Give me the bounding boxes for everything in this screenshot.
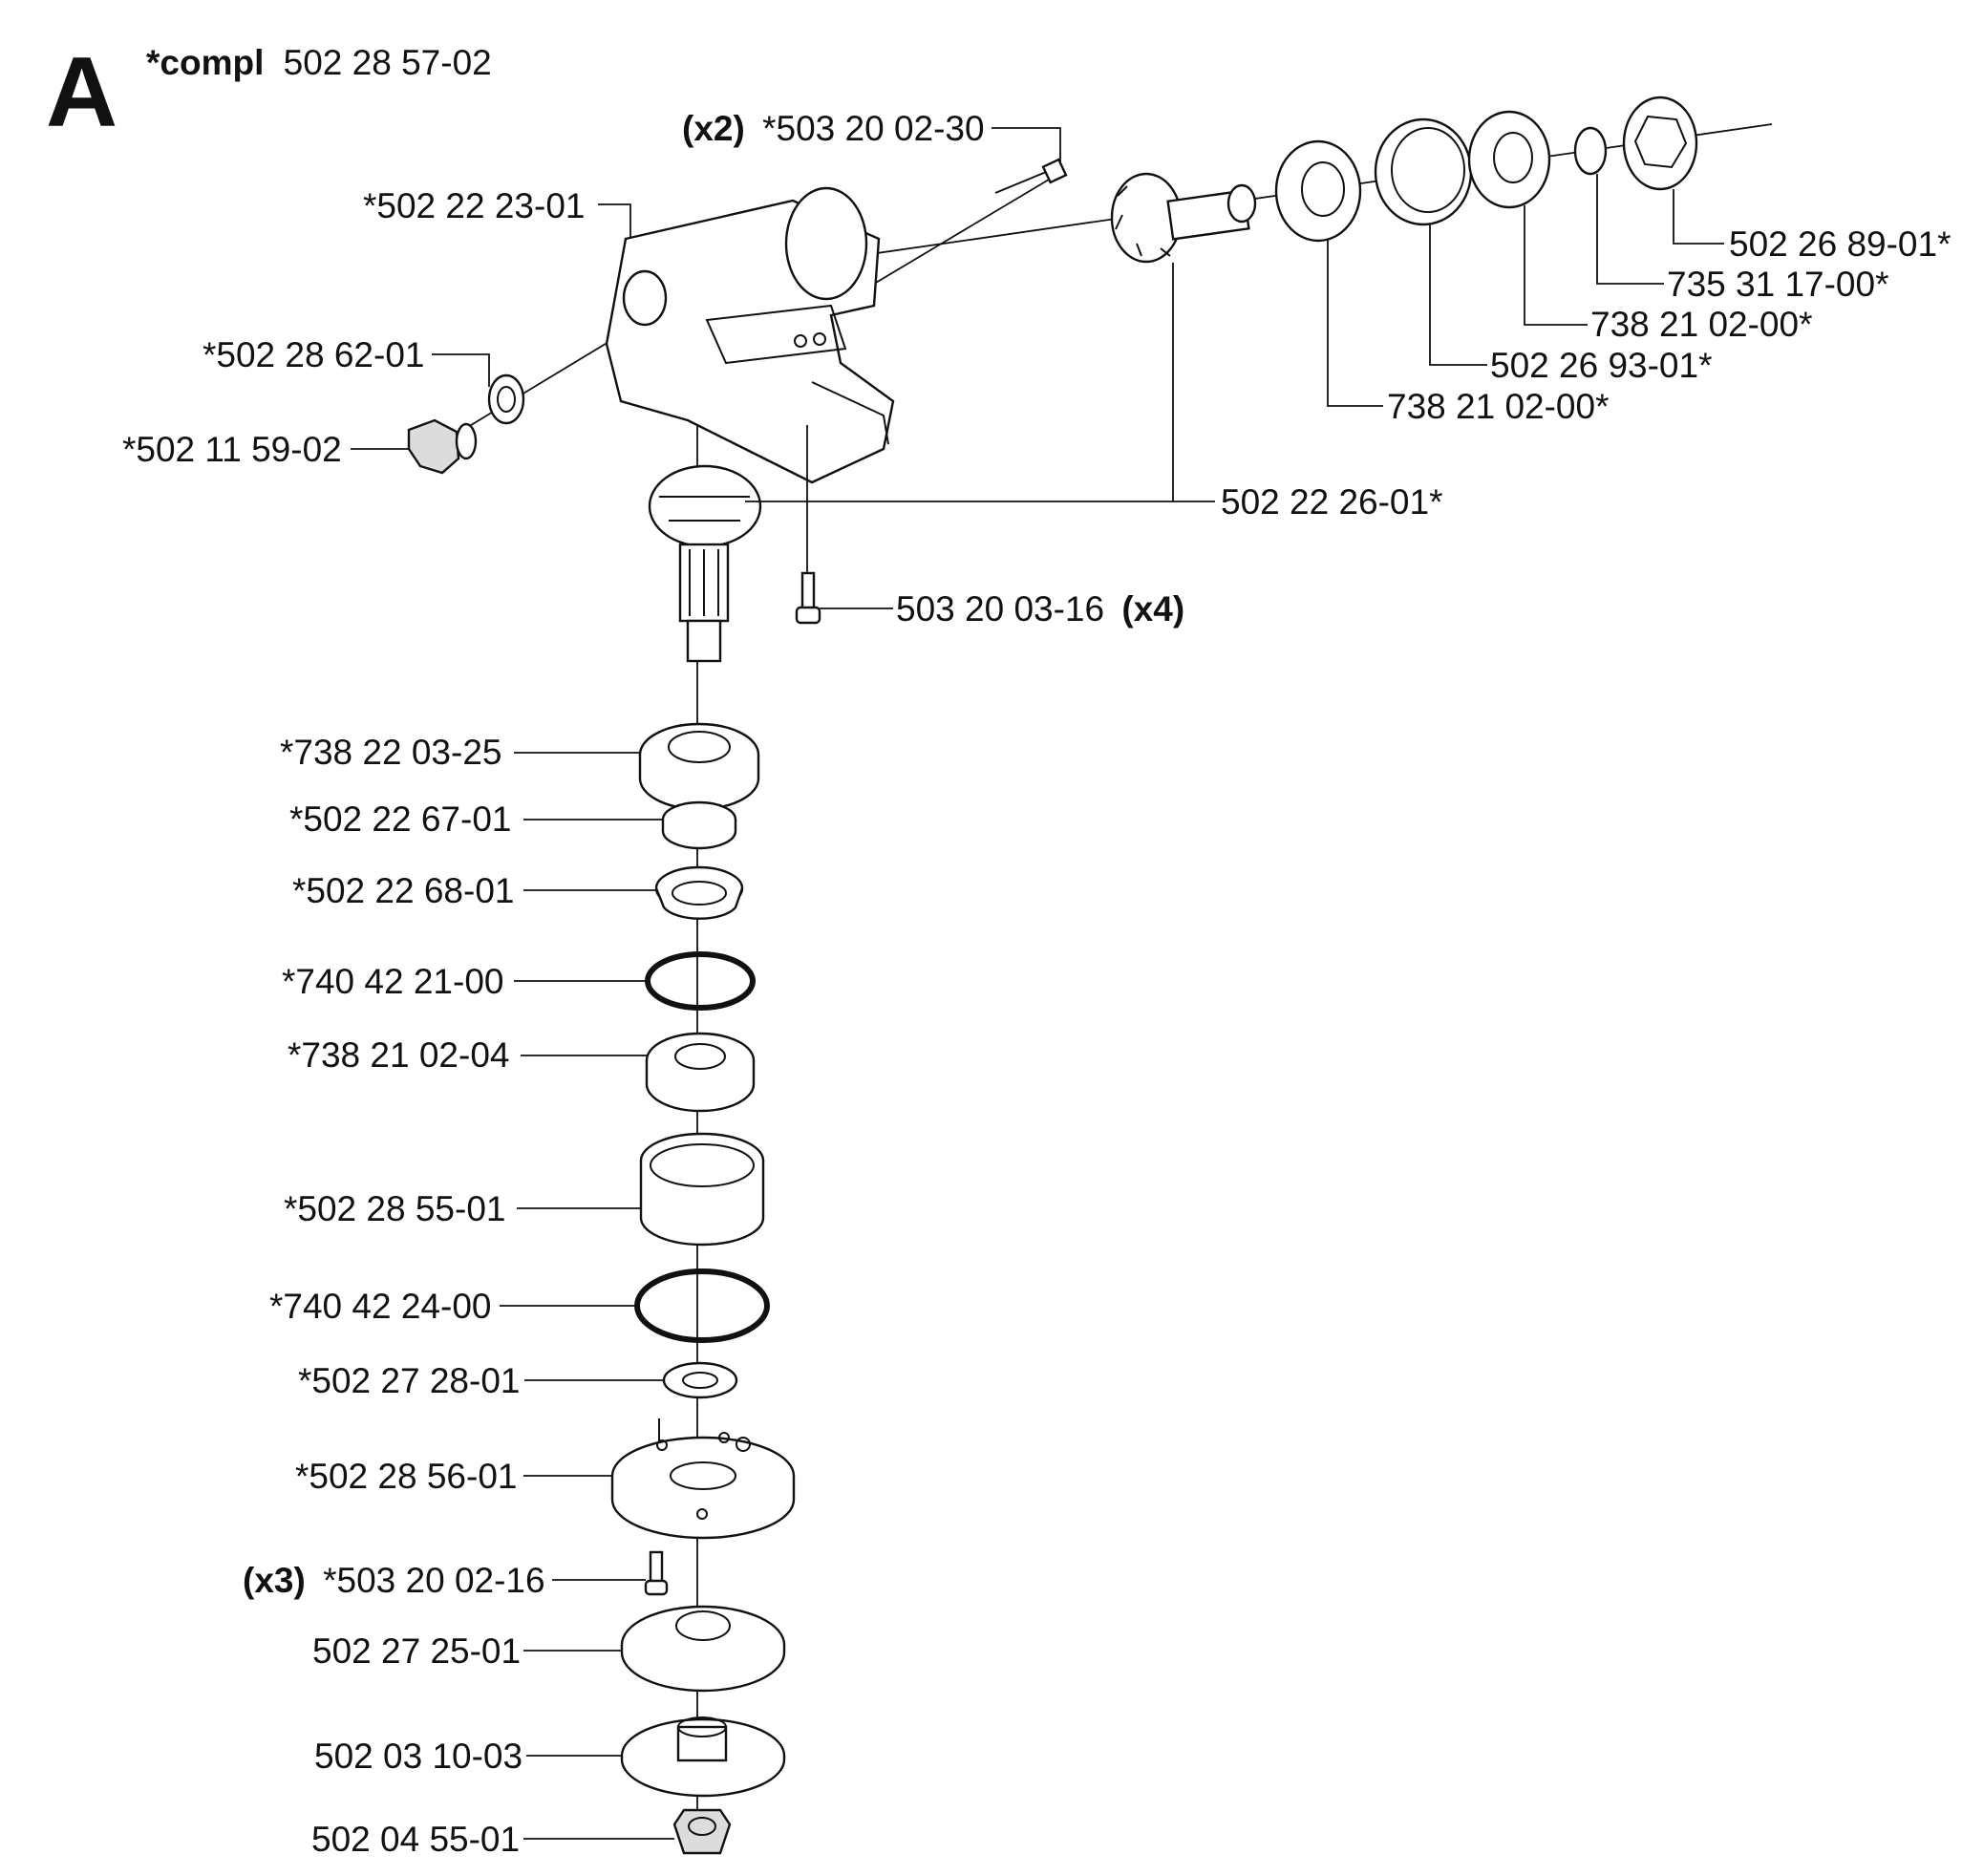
screw-x3-drawing bbox=[644, 1550, 669, 1596]
label-screw-x4: 503 20 03-16 (x4) bbox=[896, 589, 1184, 629]
label-bearing-2: *738 21 02-04 bbox=[288, 1035, 509, 1075]
label-screw-x3: (x3) *503 20 02-16 bbox=[243, 1561, 545, 1600]
label-support-cup: 502 03 10-03 bbox=[314, 1737, 522, 1776]
leaders bbox=[351, 127, 1724, 1840]
label-washer-lower: *502 27 28-01 bbox=[298, 1361, 520, 1400]
washer-lower-drawing bbox=[662, 1361, 738, 1399]
label-plug: *502 11 59-02 bbox=[122, 430, 342, 469]
compl-number: 502 28 57-02 bbox=[284, 43, 492, 82]
pinion-gear-drawing bbox=[1110, 172, 1257, 264]
label-lock-nut: 502 04 55-01 bbox=[311, 1820, 520, 1859]
assembly-number: *compl 502 28 57-02 bbox=[146, 43, 492, 82]
label-cap-nut: 502 26 89-01* bbox=[1729, 224, 1951, 264]
bevel-gear-drawing bbox=[648, 464, 762, 663]
seal-cup-drawing bbox=[654, 865, 744, 920]
bearing-cover-drawing bbox=[610, 1418, 796, 1540]
label-sleeve-right: 502 26 93-01* bbox=[1490, 346, 1712, 385]
compl-prefix: *compl bbox=[146, 43, 264, 82]
bolt-drawing bbox=[994, 158, 1068, 194]
cap-nut-drawing bbox=[1622, 96, 1698, 191]
spacer-ring-drawing bbox=[661, 800, 737, 850]
sleeve-lower-drawing bbox=[639, 1132, 765, 1247]
label-bearing-outer-right: 738 21 02-00* bbox=[1590, 305, 1812, 344]
label-bearing-cover: *502 28 56-01 bbox=[295, 1457, 517, 1496]
bearing-2-drawing bbox=[645, 1032, 756, 1113]
screw-x4-drawing bbox=[795, 571, 821, 625]
label-drive-disc: 502 27 25-01 bbox=[312, 1631, 521, 1671]
label-bearing-inner-right: 738 21 02-00* bbox=[1387, 387, 1609, 426]
drive-disc-drawing bbox=[620, 1605, 786, 1693]
label-sleeve-lower: *502 28 55-01 bbox=[284, 1189, 505, 1228]
label-washer: *502 28 62-01 bbox=[203, 335, 424, 374]
label-spacer-ring: *502 22 67-01 bbox=[289, 799, 511, 839]
bolt-axis bbox=[840, 173, 1059, 305]
label-bolt-x2: (x2) *503 20 02-30 bbox=[682, 109, 985, 148]
washer-drawing bbox=[487, 373, 525, 425]
label-oring-small: *740 42 21-00 bbox=[282, 962, 503, 1001]
label-gear-set: 502 22 26-01* bbox=[1221, 482, 1442, 522]
label-bearing-1: *738 22 03-25 bbox=[280, 733, 501, 772]
label-circlip: 735 31 17-00* bbox=[1667, 265, 1888, 304]
bearing-inner-right-drawing bbox=[1274, 139, 1362, 243]
oring-small-drawing bbox=[645, 951, 756, 1011]
bearing-outer-right-drawing bbox=[1467, 110, 1551, 209]
circlip-drawing bbox=[1573, 126, 1608, 176]
section-letter: A bbox=[46, 37, 117, 148]
oring-large-drawing bbox=[634, 1268, 770, 1343]
label-oring-large: *740 42 24-00 bbox=[269, 1287, 491, 1326]
plug-drawing bbox=[407, 418, 478, 475]
support-cup-drawing bbox=[620, 1716, 786, 1798]
sleeve-right-drawing bbox=[1374, 117, 1473, 226]
gear-housing-drawing bbox=[605, 186, 895, 484]
label-seal-cup: *502 22 68-01 bbox=[292, 871, 514, 910]
lock-nut-drawing bbox=[672, 1808, 732, 1855]
bearing-1-drawing bbox=[638, 722, 760, 811]
label-gear-housing: *502 22 23-01 bbox=[363, 186, 585, 225]
